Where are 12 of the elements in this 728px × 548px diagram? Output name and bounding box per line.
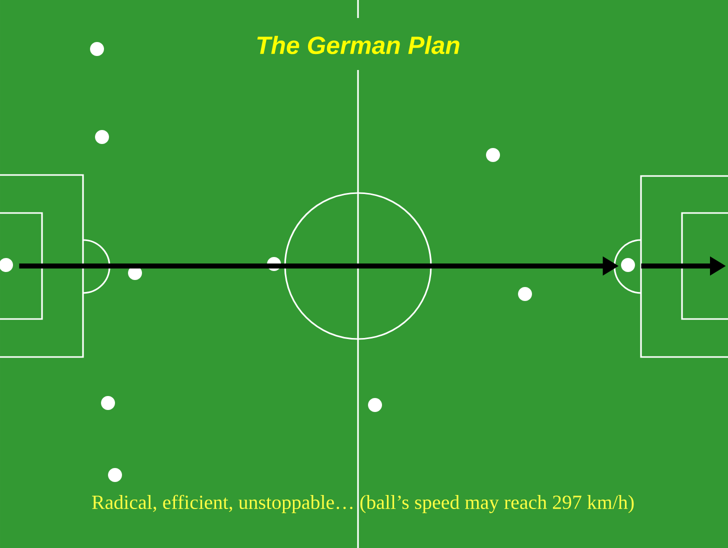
title: The German Plan xyxy=(257,36,460,54)
player-dot xyxy=(95,130,109,144)
caption: Radical, efficient, unstoppable… (ball’s speed may reach 297 km/h) xyxy=(92,494,634,514)
player-dot xyxy=(90,42,104,56)
player-dot xyxy=(108,468,122,482)
player-dot xyxy=(621,258,635,272)
player-dot xyxy=(267,257,281,271)
player-dot xyxy=(101,396,115,410)
player-dot xyxy=(128,266,142,280)
player-dot xyxy=(368,398,382,412)
player-dot xyxy=(486,148,500,162)
player-dot xyxy=(518,287,532,301)
